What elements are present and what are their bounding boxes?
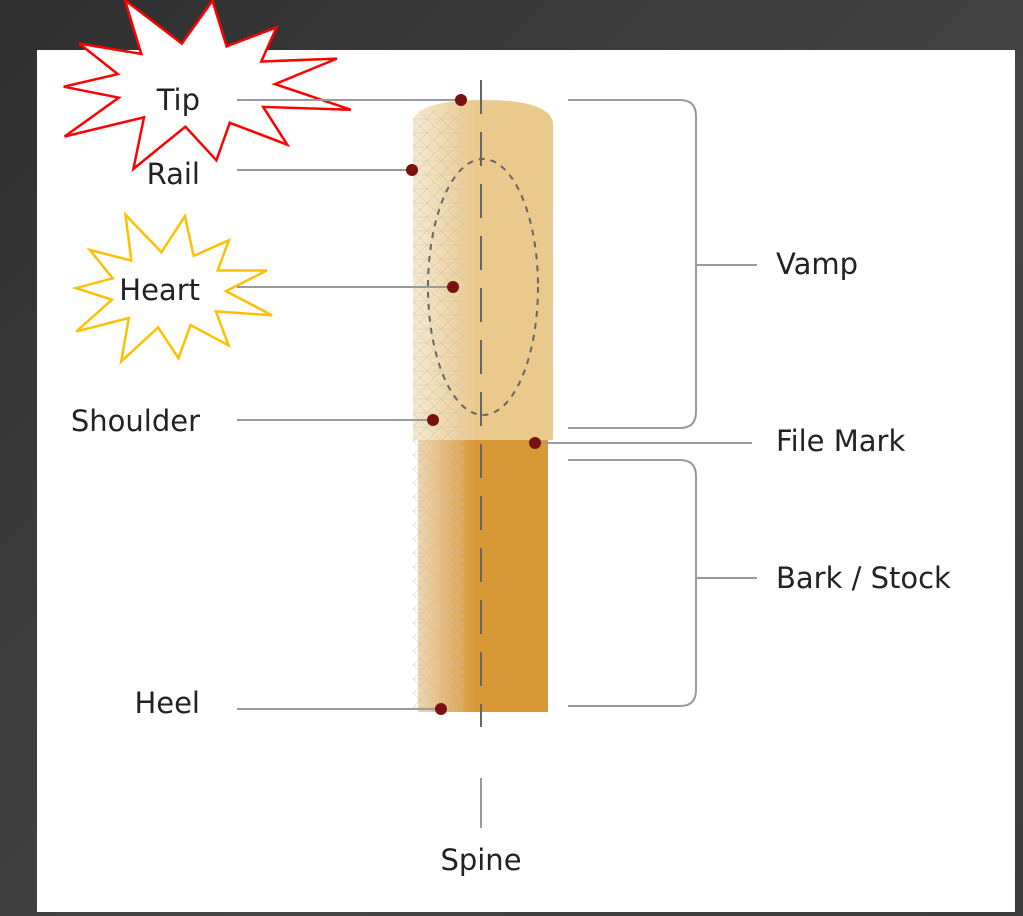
label-shoulder: Shoulder [71,404,200,438]
reed [413,100,553,712]
tip-starburst [63,0,352,173]
label-spine: Spine [440,843,521,877]
tip-marker [455,94,467,106]
heel-marker [435,703,447,715]
heart-outline [427,158,539,416]
file-mark-marker [529,437,541,449]
label-rail: Rail [147,157,200,191]
rail-marker [406,164,418,176]
label-bark-stock: Bark / Stock [776,561,951,595]
label-vamp: Vamp [776,247,858,281]
label-tip: Tip [156,83,200,117]
label-heart: Heart [119,273,200,307]
shoulder-marker [427,414,439,426]
vamp-bracket [568,99,757,429]
heart-marker [447,281,459,293]
bark-bracket [568,459,757,707]
heart-starburst [71,211,273,365]
label-file-mark: File Mark [776,424,905,458]
label-heel: Heel [134,686,200,720]
